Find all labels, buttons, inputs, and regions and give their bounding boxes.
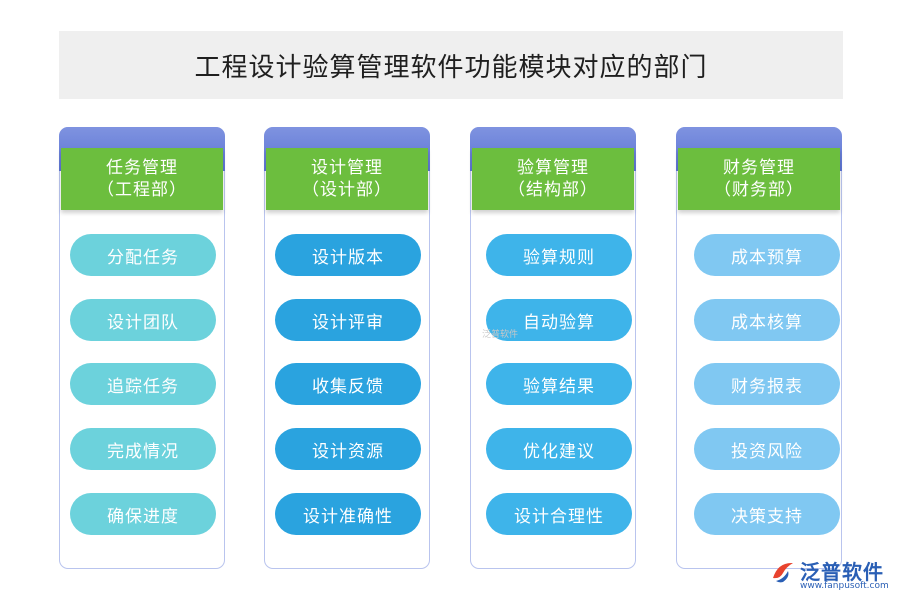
module-item: 决策支持 [694, 493, 840, 535]
brand-logo: 泛普软件 www.fanpusoft.com [770, 556, 895, 596]
header-calculation-management: 验算管理 （结构部） [472, 148, 634, 210]
module-item: 设计准确性 [275, 493, 421, 535]
department-name: （财务部） [714, 180, 804, 200]
module-item: 设计合理性 [486, 493, 632, 535]
module-item: 成本预算 [694, 234, 840, 276]
logo-name: 泛普软件 [800, 560, 884, 584]
title-banner: 工程设计验算管理软件功能模块对应的部门 [59, 31, 843, 99]
module-name: 任务管理 [106, 158, 178, 178]
module-item: 验算结果 [486, 363, 632, 405]
module-item: 优化建议 [486, 428, 632, 470]
module-item: 追踪任务 [70, 363, 216, 405]
center-watermark: 泛普软件 [482, 327, 518, 340]
module-item: 成本核算 [694, 299, 840, 341]
module-item: 设计评审 [275, 299, 421, 341]
header-task-management: 任务管理 （工程部） [61, 148, 223, 210]
module-name: 验算管理 [517, 158, 589, 178]
module-item: 设计版本 [275, 234, 421, 276]
module-item: 完成情况 [70, 428, 216, 470]
module-item: 收集反馈 [275, 363, 421, 405]
header-finance-management: 财务管理 （财务部） [678, 148, 840, 210]
logo-icon [773, 562, 793, 583]
module-item: 自动验算 [486, 299, 632, 341]
module-name: 财务管理 [723, 158, 795, 178]
module-item: 分配任务 [70, 234, 216, 276]
watermark-text: 泛普软件 [482, 330, 519, 340]
module-item: 投资风险 [694, 428, 840, 470]
page-title: 工程设计验算管理软件功能模块对应的部门 [194, 52, 708, 83]
module-item: 确保进度 [70, 493, 216, 535]
department-name: （结构部） [508, 180, 598, 200]
module-item: 设计团队 [70, 299, 216, 341]
header-design-management: 设计管理 （设计部） [266, 148, 428, 210]
module-item: 财务报表 [694, 363, 840, 405]
module-item: 设计资源 [275, 428, 421, 470]
module-item: 验算规则 [486, 234, 632, 276]
module-name: 设计管理 [311, 158, 383, 178]
department-name: （设计部） [302, 180, 392, 200]
logo-url: www.fanpusoft.com [800, 581, 889, 591]
department-name: （工程部） [97, 180, 187, 200]
